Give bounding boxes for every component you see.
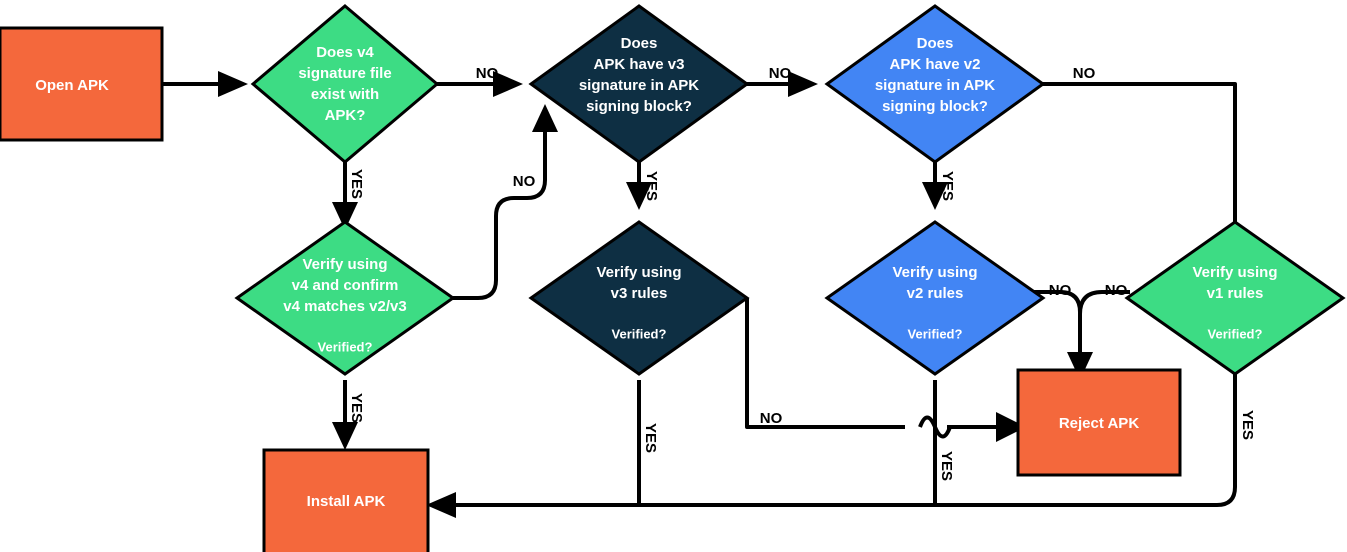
node-v3-in-signing-block[interactable]: Does APK have v3 signature in APK signin… [528, 4, 750, 164]
edge-label-verifyv2-yes: YES [938, 451, 955, 481]
node-v4-signature-exists[interactable]: Does v4 signature file exist with APK? [250, 4, 440, 164]
node-verify-v3-line2: v3 rules [611, 285, 668, 302]
node-v4-exists-line1: Does v4 [316, 44, 374, 61]
node-verify-v1-sub: Verified? [1208, 326, 1263, 341]
edge-verifyv4-yes-to-install [332, 380, 358, 450]
node-v3-block-line3: signature in APK [579, 77, 699, 94]
edge-verifyv1-no-to-reject [1078, 290, 1130, 352]
node-v4-exists-line3: exist with [311, 86, 379, 103]
node-verify-v2-line1: Verify using [892, 264, 977, 281]
node-install-apk[interactable]: Install APK [262, 448, 430, 552]
node-verify-v2-line2: v2 rules [907, 285, 964, 302]
node-v2-block-line3: signature in APK [875, 77, 995, 94]
node-v2-block-line2: APK have v2 [890, 56, 981, 73]
edge-label-verifyv1-yes: YES [1239, 410, 1256, 440]
edge-v2block-no-to-verifyv1 [1030, 82, 1237, 226]
node-verify-v3[interactable]: Verify using v3 rules Verified? [528, 220, 750, 376]
edge-label-v4exists-no: NO [476, 65, 499, 82]
node-verify-v3-sub: Verified? [612, 326, 667, 341]
edge-label-v3block-no: NO [769, 65, 792, 82]
edge-label-v4exists-yes: YES [348, 169, 365, 199]
edge-v3block-yes-to-verifyv3 [626, 160, 652, 210]
node-install-apk-label: Install APK [307, 493, 386, 510]
node-reject-apk-label: Reject APK [1059, 415, 1139, 432]
node-verify-v4-line3: v4 matches v2/v3 [283, 298, 406, 315]
node-v4-exists-line2: signature file [298, 65, 391, 82]
edge-label-verifyv3-no: NO [760, 410, 783, 427]
node-v2-block-line4: signing block? [882, 98, 988, 115]
node-v3-block-line4: signing block? [586, 98, 692, 115]
edge-label-v2block-yes: YES [939, 171, 956, 201]
edge-label-verifyv1-no: NO [1105, 282, 1128, 299]
edge-label-verifyv4-yes: YES [348, 393, 365, 423]
edge-verifyv1-yes-to-install [426, 372, 1237, 518]
node-v3-block-line2: APK have v3 [594, 56, 685, 73]
node-v2-in-signing-block[interactable]: Does APK have v2 signature in APK signin… [824, 4, 1046, 164]
node-verify-v4-line1: Verify using [302, 256, 387, 273]
edge-v2block-yes-to-verifyv2 [922, 160, 948, 210]
node-verify-v4-sub: Verified? [318, 339, 373, 354]
edge-open-to-v4exists [162, 71, 248, 97]
edge-labels-layer: NO YES NO YES NO YES NO YES NO YES NO YE… [348, 65, 1256, 481]
node-v3-block-line1: Does [621, 35, 658, 52]
node-verify-v1-line1: Verify using [1192, 264, 1277, 281]
node-verify-v2-sub: Verified? [908, 326, 963, 341]
edge-v4exists-no-to-v3block [437, 71, 523, 97]
node-open-apk[interactable]: Open APK [0, 26, 164, 142]
edge-label-v2block-no: NO [1073, 65, 1096, 82]
node-open-apk-label: Open APK [35, 77, 109, 94]
edge-label-v3block-yes: YES [643, 171, 660, 201]
edge-verifyv2-no-to-reject [1030, 290, 1093, 380]
node-verify-v4[interactable]: Verify using v4 and confirm v4 matches v… [234, 220, 456, 376]
node-verify-v1-line2: v1 rules [1207, 285, 1264, 302]
node-verify-v1[interactable]: Verify using v1 rules Verified? [1124, 220, 1346, 376]
node-verify-v2[interactable]: Verify using v2 rules Verified? [824, 220, 1046, 376]
edge-verifyv4-no-to-v3block [453, 104, 558, 300]
node-v2-block-line1: Does [917, 35, 954, 52]
edges-layer [162, 71, 1237, 518]
edge-label-verifyv2-no: NO [1049, 282, 1072, 299]
node-verify-v4-line2: v4 and confirm [292, 277, 399, 294]
edge-v4exists-yes-to-verifyv4 [332, 160, 358, 230]
edge-verifyv3-no-to-reject [745, 298, 905, 429]
edge-label-verifyv4-no: NO [513, 173, 536, 190]
node-verify-v3-line1: Verify using [596, 264, 681, 281]
edge-label-verifyv3-yes: YES [642, 423, 659, 453]
node-reject-apk[interactable]: Reject APK [1016, 368, 1182, 477]
node-v4-exists-line4: APK? [325, 107, 366, 124]
edge-merge-to-reject [918, 412, 1026, 442]
